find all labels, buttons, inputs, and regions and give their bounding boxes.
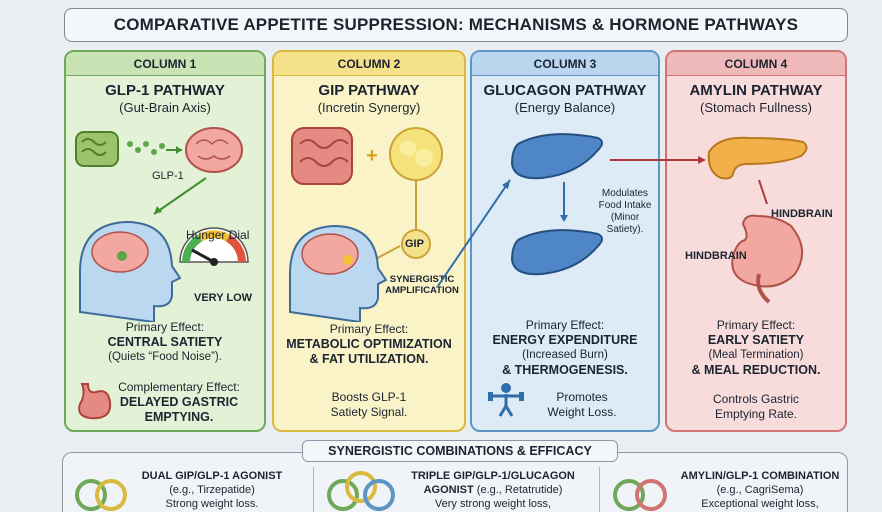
combinations-panel: DUAL GIP/GLP-1 AGONIST (e.g., Tirzepatid…: [62, 452, 848, 512]
liver-icon: [510, 133, 603, 180]
rings-icon: [327, 471, 395, 511]
hunger-dial-icon: [179, 227, 249, 266]
glp1-molecules-icon: [127, 141, 165, 155]
column-title: GIP PATHWAY: [318, 82, 420, 99]
glp1-label: GLP-1: [152, 170, 184, 182]
column-title: GLP-1 PATHWAY: [105, 82, 225, 99]
hunger-dial-label: Hunger Dial: [186, 228, 250, 242]
synergy-label: SYNERGISTIC AMPLIFICATION: [385, 274, 459, 296]
page-title: COMPARATIVE APPETITE SUPPRESSION: MECHAN…: [64, 8, 848, 42]
column-subtitle: (Energy Balance): [514, 100, 616, 115]
combinations-title: SYNERGISTIC COMBINATIONS & EFFICACY: [302, 440, 618, 462]
brain-icon: [185, 127, 243, 173]
divider: [599, 467, 600, 512]
glp1-illustration: [75, 127, 249, 322]
column-gip: COLUMN 2 GIP PATHWAY (Incretin Synergy) …: [272, 50, 466, 432]
modulates-label: Modulates Food Intake (Minor Satiety).: [598, 188, 652, 235]
column-header: COLUMN 2: [274, 52, 464, 76]
divider: [313, 467, 314, 512]
secondary-effect: Boosts GLP-1 Satiety Signal.: [330, 390, 408, 419]
primary-effect: Primary Effect: CENTRAL SATIETY (Quiets …: [107, 320, 223, 363]
gip-label: GIP: [405, 238, 424, 250]
combo-amylin: AMYLIN/GLP-1 COMBINATION (e.g., CagriSem…: [680, 470, 840, 510]
column-title: GLUCAGON PATHWAY: [483, 82, 647, 99]
hindbrain-label-right: HINDBRAIN: [771, 208, 833, 220]
hunger-dial-value: VERY LOW: [194, 292, 253, 304]
liver-icon-2: [510, 229, 603, 276]
column-subtitle: (Gut-Brain Axis): [119, 100, 211, 115]
rings-icon: [75, 479, 127, 511]
hindbrain-label-left: HINDBRAIN: [685, 250, 747, 262]
exercise-person-icon: [488, 383, 524, 417]
column-glucagon: COLUMN 3 GLUCAGON PATHWAY (Energy Balanc…: [470, 50, 660, 432]
stomach-icon: [78, 383, 112, 420]
column-amylin: COLUMN 4 AMYLIN PATHWAY (Stomach Fullnes…: [665, 50, 847, 432]
stomach-icon: [731, 214, 803, 304]
head-profile-icon: [79, 220, 182, 322]
column-subtitle: (Stomach Fullness): [700, 100, 812, 115]
svg-text:+: +: [366, 145, 378, 167]
amylin-illustration: [707, 136, 808, 304]
column-title: AMYLIN PATHWAY: [689, 82, 823, 99]
complementary-effect: Complementary Effect: DELAYED GASTRIC EM…: [118, 380, 240, 424]
column-header: COLUMN 4: [667, 52, 845, 76]
column-header: COLUMN 3: [472, 52, 658, 76]
intestine-icon: [291, 127, 353, 185]
gip-illustration: +: [289, 127, 443, 322]
primary-effect: Primary Effect: METABOLIC OPTIMIZATION &…: [286, 322, 452, 366]
column-header: COLUMN 1: [66, 52, 264, 76]
head-profile-icon: [289, 224, 388, 322]
column-subtitle: (Incretin Synergy): [317, 100, 421, 115]
secondary-effect: Controls Gastric Emptying Rate.: [712, 392, 800, 421]
intestine-icon: [75, 131, 119, 167]
primary-effect: Primary Effect: EARLY SATIETY (Meal Term…: [691, 318, 821, 377]
fat-cell-icon: [389, 127, 443, 181]
combo-triple: TRIPLE GIP/GLP-1/GLUCAGON AGONIST (e.g.,…: [411, 470, 575, 510]
glucagon-illustration: [510, 133, 603, 276]
secondary-effect: Promotes Weight Loss.: [547, 390, 617, 419]
rings-icon: [613, 479, 667, 511]
primary-effect: Primary Effect: ENERGY EXPENDITURE (Incr…: [492, 318, 638, 377]
pancreas-icon: [707, 136, 808, 180]
combo-dual: DUAL GIP/GLP-1 AGONIST (e.g., Tirzepatid…: [141, 470, 283, 510]
column-glp1: COLUMN 1 GLP-1 PATHWAY (Gut-Brain Axis): [64, 50, 266, 432]
gip-badge: [401, 229, 431, 259]
